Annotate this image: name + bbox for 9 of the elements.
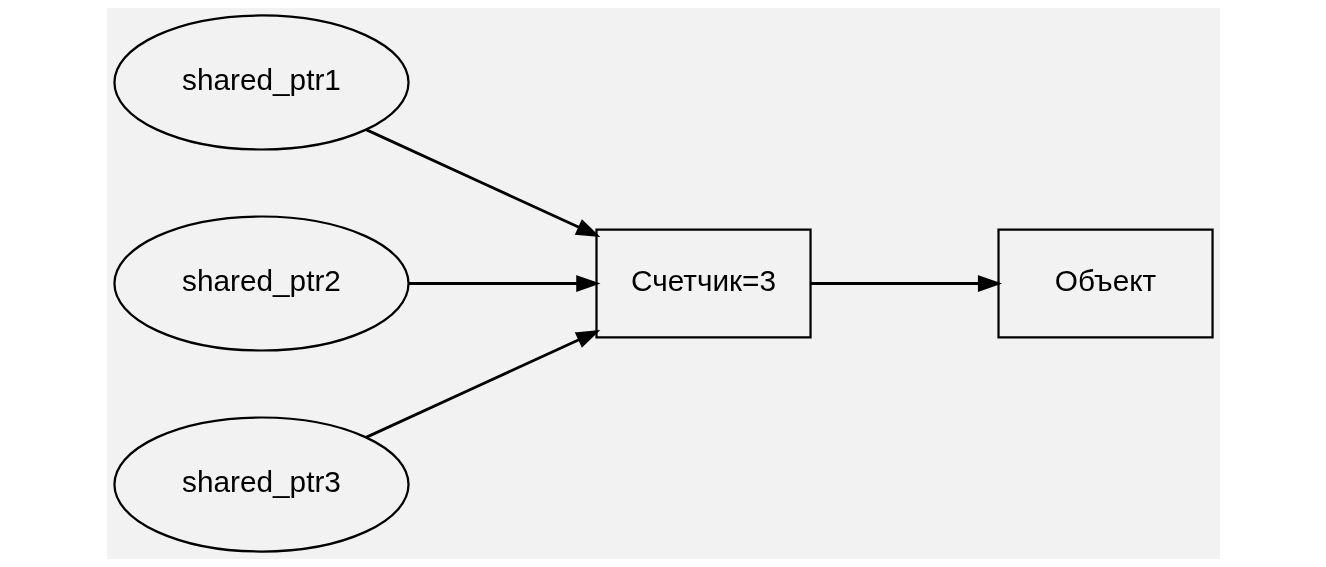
arrow bbox=[365, 329, 600, 439]
node-box: Объект bbox=[996, 228, 1214, 339]
arrow bbox=[408, 275, 600, 292]
node-ellipse: shared_ptr3 bbox=[112, 416, 410, 553]
node-box: Счетчик=3 bbox=[594, 228, 812, 339]
node-ellipse: shared_ptr2 bbox=[112, 215, 410, 352]
node-ellipse: shared_ptr1 bbox=[112, 14, 410, 151]
arrow bbox=[810, 275, 1002, 292]
arrow bbox=[365, 128, 600, 238]
